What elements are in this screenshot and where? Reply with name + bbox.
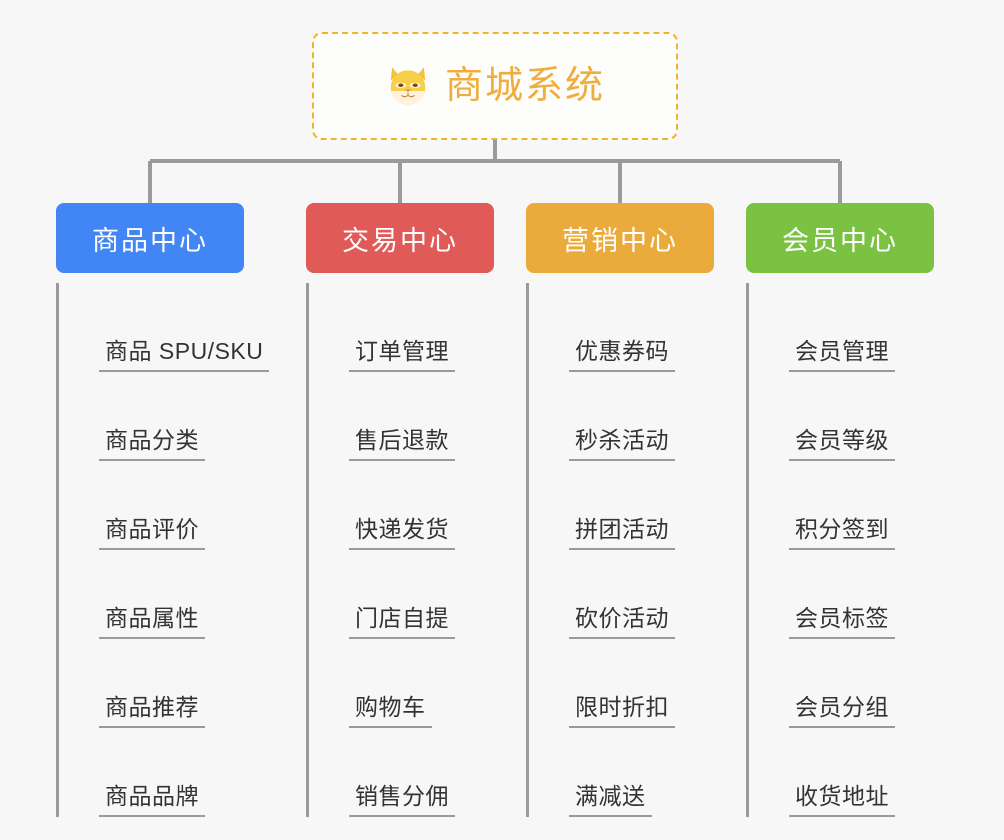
list-item-label: 优惠券码 (569, 339, 675, 372)
list-item-label: 限时折扣 (569, 695, 675, 728)
branch-header-label: 营销中心 (562, 225, 678, 256)
branch-column-product: 商品中心 商品 SPU/SKU 商品分类 商品评价 商品属性 商品推荐 商品品牌 (56, 203, 270, 833)
list-item[interactable]: 秒杀活动 (529, 372, 714, 461)
branch-column-member: 会员中心 会员管理 会员等级 积分签到 会员标签 会员分组 收货地址 (746, 203, 934, 833)
list-item-label: 销售分佣 (349, 784, 455, 817)
list-item[interactable]: 会员分组 (749, 639, 934, 728)
branch-header-label: 交易中心 (342, 225, 458, 256)
list-item[interactable]: 门店自提 (309, 550, 494, 639)
list-item-label: 收货地址 (789, 784, 895, 817)
list-item[interactable]: 商品品牌 (59, 728, 244, 817)
branch-header-label: 商品中心 (92, 225, 208, 256)
shiba-dog-icon (385, 63, 431, 109)
list-item-label: 会员管理 (789, 339, 895, 372)
list-item-label: 商品 SPU/SKU (99, 339, 270, 372)
list-item[interactable]: 拼团活动 (529, 461, 714, 550)
list-item[interactable]: 商品推荐 (59, 639, 244, 728)
list-item[interactable]: 商品评价 (59, 461, 244, 550)
list-item-label: 会员标签 (789, 606, 895, 639)
list-item[interactable]: 商品属性 (59, 550, 244, 639)
root-title: 商城系统 (444, 65, 605, 107)
list-item-label: 快递发货 (349, 517, 455, 550)
list-item[interactable]: 购物车 (309, 639, 494, 728)
branch-item-list-marketing: 优惠券码 秒杀活动 拼团活动 砍价活动 限时折扣 满减送 (526, 283, 714, 817)
list-item-label: 门店自提 (349, 606, 455, 639)
list-item-label: 商品品牌 (99, 784, 205, 817)
branch-column-marketing: 营销中心 优惠券码 秒杀活动 拼团活动 砍价活动 限时折扣 满减送 (526, 203, 714, 833)
branch-header-trade[interactable]: 交易中心 (306, 203, 494, 273)
list-item[interactable]: 满减送 (529, 728, 714, 817)
list-item[interactable]: 商品分类 (59, 372, 244, 461)
list-item-label: 秒杀活动 (569, 428, 675, 461)
list-item-label: 满减送 (569, 784, 652, 817)
list-item-label: 砍价活动 (569, 606, 675, 639)
list-item[interactable]: 销售分佣 (309, 728, 494, 817)
list-item[interactable]: 优惠券码 (529, 283, 714, 372)
list-item-label: 会员等级 (789, 428, 895, 461)
list-item-label: 商品分类 (99, 428, 205, 461)
branch-header-member[interactable]: 会员中心 (746, 203, 934, 273)
list-item-label: 拼团活动 (569, 517, 675, 550)
list-item[interactable]: 积分签到 (749, 461, 934, 550)
list-item[interactable]: 会员等级 (749, 372, 934, 461)
list-item-label: 售后退款 (349, 428, 455, 461)
list-item-label: 商品推荐 (99, 695, 205, 728)
list-item-label: 会员分组 (789, 695, 895, 728)
list-item[interactable]: 砍价活动 (529, 550, 714, 639)
branch-header-label: 会员中心 (782, 225, 898, 256)
list-item-label: 积分签到 (789, 517, 895, 550)
root-node[interactable]: 商城系统 (312, 32, 678, 140)
branch-header-marketing[interactable]: 营销中心 (526, 203, 714, 273)
branch-item-list-product: 商品 SPU/SKU 商品分类 商品评价 商品属性 商品推荐 商品品牌 (56, 283, 270, 817)
list-item[interactable]: 售后退款 (309, 372, 494, 461)
list-item[interactable]: 快递发货 (309, 461, 494, 550)
list-item[interactable]: 会员标签 (749, 550, 934, 639)
list-item[interactable]: 限时折扣 (529, 639, 714, 728)
list-item[interactable]: 会员管理 (749, 283, 934, 372)
list-item-label: 购物车 (349, 695, 432, 728)
branch-item-list-member: 会员管理 会员等级 积分签到 会员标签 会员分组 收货地址 (746, 283, 934, 817)
branch-item-list-trade: 订单管理 售后退款 快递发货 门店自提 购物车 销售分佣 (306, 283, 494, 817)
list-item-label: 订单管理 (349, 339, 455, 372)
list-item[interactable]: 商品 SPU/SKU (59, 283, 270, 372)
branch-header-product[interactable]: 商品中心 (56, 203, 244, 273)
list-item[interactable]: 收货地址 (749, 728, 934, 817)
list-item-label: 商品属性 (99, 606, 205, 639)
list-item-label: 商品评价 (99, 517, 205, 550)
branch-column-trade: 交易中心 订单管理 售后退款 快递发货 门店自提 购物车 销售分佣 (306, 203, 494, 833)
list-item[interactable]: 订单管理 (309, 283, 494, 372)
